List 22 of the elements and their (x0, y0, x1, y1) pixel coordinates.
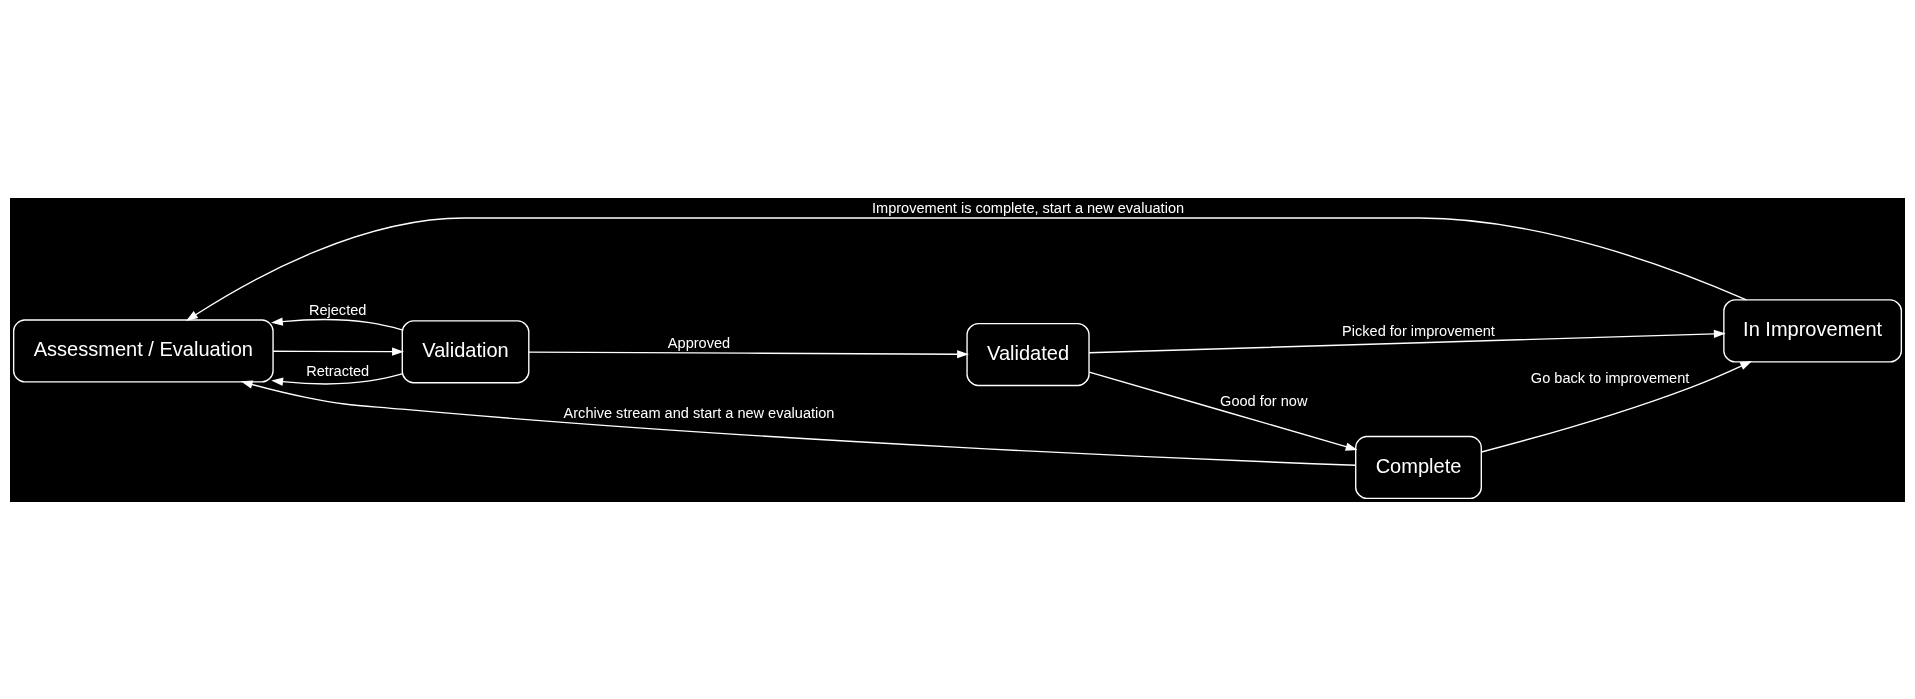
arrow (240, 379, 1357, 466)
node-box: Complete (1355, 435, 1482, 499)
arrow (271, 372, 403, 386)
edge-label: Picked for improvement (1342, 322, 1495, 339)
edge-label: Go back to improvement (1530, 369, 1690, 386)
arrow (1088, 329, 1726, 353)
arrow (528, 349, 969, 358)
node-box: Assessment / Evaluation (12, 318, 274, 383)
edge-label: Improvement is complete, start a new evaluation (871, 199, 1185, 216)
edge-label: Rejected (308, 301, 367, 318)
edge-label: Archive stream and start a new evaluation (563, 404, 835, 421)
arrow (186, 216, 1748, 321)
node-box: Validation (401, 319, 530, 383)
node-box: Validated (966, 322, 1090, 386)
arrow (1480, 360, 1753, 453)
arrow (272, 346, 404, 356)
arrow (271, 316, 403, 330)
arrow (1088, 370, 1358, 451)
edge-label: Good for now (1220, 392, 1308, 409)
edge-label: Approved (667, 334, 731, 351)
node-box: In Improvement (1723, 298, 1903, 362)
edge-label: Retracted (306, 362, 370, 379)
